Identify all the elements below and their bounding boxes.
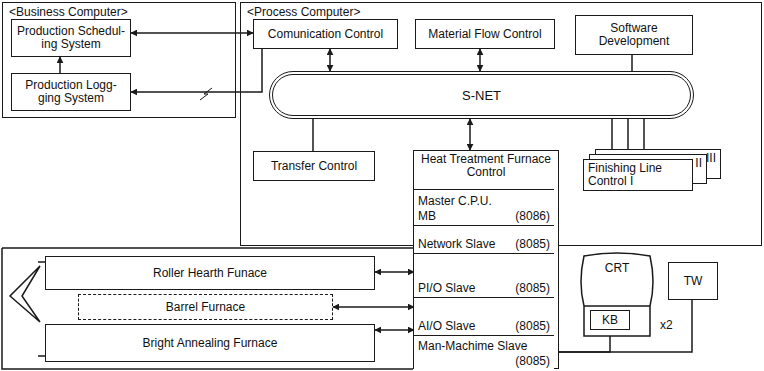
node-label: III bbox=[706, 152, 716, 165]
communication-zigzag bbox=[200, 88, 212, 100]
controller-column: Heat Treatment Furnace ControlMaster C.P… bbox=[413, 150, 559, 369]
node-label: Bright Annealing Furnace bbox=[143, 337, 278, 350]
furnace-lip bbox=[38, 262, 45, 356]
node-label: TW bbox=[684, 275, 703, 288]
connector bbox=[631, 55, 633, 71]
node-label: CRT bbox=[582, 262, 652, 275]
cpu-row: Network Slave (8085) bbox=[414, 225, 554, 253]
node-sublabel: (8085) bbox=[515, 282, 550, 295]
node-label: AI/O Slave bbox=[418, 320, 475, 333]
connector bbox=[375, 329, 414, 331]
node-label: Master C.P.U. bbox=[418, 195, 550, 208]
process-box: Production Logg- ging System bbox=[11, 73, 131, 111]
network-bus: S-NET bbox=[269, 71, 694, 119]
process-box: Software Development bbox=[575, 15, 693, 55]
count-label: x2 bbox=[659, 318, 674, 332]
process-box: Production Schedul- ing System bbox=[11, 19, 131, 57]
node-sublabel: (8085) bbox=[515, 238, 550, 251]
connector bbox=[59, 57, 61, 73]
furnace-area-outline bbox=[2, 248, 413, 369]
crt-terminal: CRT KB bbox=[578, 252, 656, 338]
node-sublabel: (8085) bbox=[515, 320, 550, 333]
cpu-row: PI/O Slave (8085) bbox=[414, 253, 554, 297]
node-sublabel: (8086) bbox=[515, 210, 550, 223]
connector bbox=[479, 49, 481, 71]
connector bbox=[333, 306, 414, 308]
node-label: Production Schedul- ing System bbox=[16, 25, 126, 51]
cpu-row: Man-Machime Slave (8085) bbox=[414, 335, 554, 370]
cpu-row: Master C.P.U. MB (8086) bbox=[414, 189, 554, 225]
node-label: Roller Hearth Funace bbox=[153, 267, 267, 280]
process-box: Material Flow Control bbox=[415, 19, 555, 49]
node-label: Comunication Control bbox=[268, 28, 383, 41]
furnace-box: Bright Annealing Furnace bbox=[45, 324, 375, 362]
node-label: Man-Machime Slave bbox=[418, 340, 527, 353]
node-label: Material Flow Control bbox=[428, 28, 541, 41]
connector bbox=[375, 271, 414, 273]
furnace-entry-symbol bbox=[10, 266, 40, 322]
keyboard-box: KB bbox=[590, 310, 630, 330]
connector bbox=[131, 49, 262, 92]
node-label: Finishing Line Control I bbox=[588, 162, 688, 188]
node-label: Barrel Furnace bbox=[166, 301, 245, 314]
node-label: II bbox=[695, 157, 702, 170]
connector bbox=[312, 119, 314, 151]
cpu-row: AI/O Slave (8085) bbox=[414, 297, 554, 335]
node-label: Network Slave bbox=[418, 238, 495, 251]
node-label: PI/O Slave bbox=[418, 282, 475, 295]
process-box: Finishing Line Control I bbox=[583, 159, 693, 191]
connector bbox=[329, 49, 331, 71]
node-label: Transfer Control bbox=[271, 160, 357, 173]
node-sublabel: (8085) bbox=[515, 355, 550, 368]
node-label: <Business Computer> bbox=[9, 6, 229, 19]
node-label: KB bbox=[602, 314, 618, 327]
system-region: <Business Computer> Production Schedul- i… bbox=[2, 2, 236, 118]
node-label: Production Logg- ging System bbox=[16, 79, 126, 105]
connector bbox=[469, 119, 471, 150]
node-label: Software Development bbox=[580, 22, 688, 48]
connector bbox=[643, 119, 645, 149]
node-label: S-NET bbox=[462, 89, 501, 102]
process-box: Comunication Control bbox=[253, 19, 398, 49]
printer-box: TW bbox=[668, 262, 718, 300]
furnace-box: Roller Hearth Funace bbox=[45, 256, 375, 290]
node-sublabel: MB bbox=[418, 210, 436, 223]
connector bbox=[131, 32, 253, 34]
furnace-box: Barrel Furnace bbox=[78, 294, 333, 320]
node-label: Heat Treatment Furnace Control bbox=[417, 153, 555, 179]
process-box: Transfer Control bbox=[253, 151, 375, 181]
